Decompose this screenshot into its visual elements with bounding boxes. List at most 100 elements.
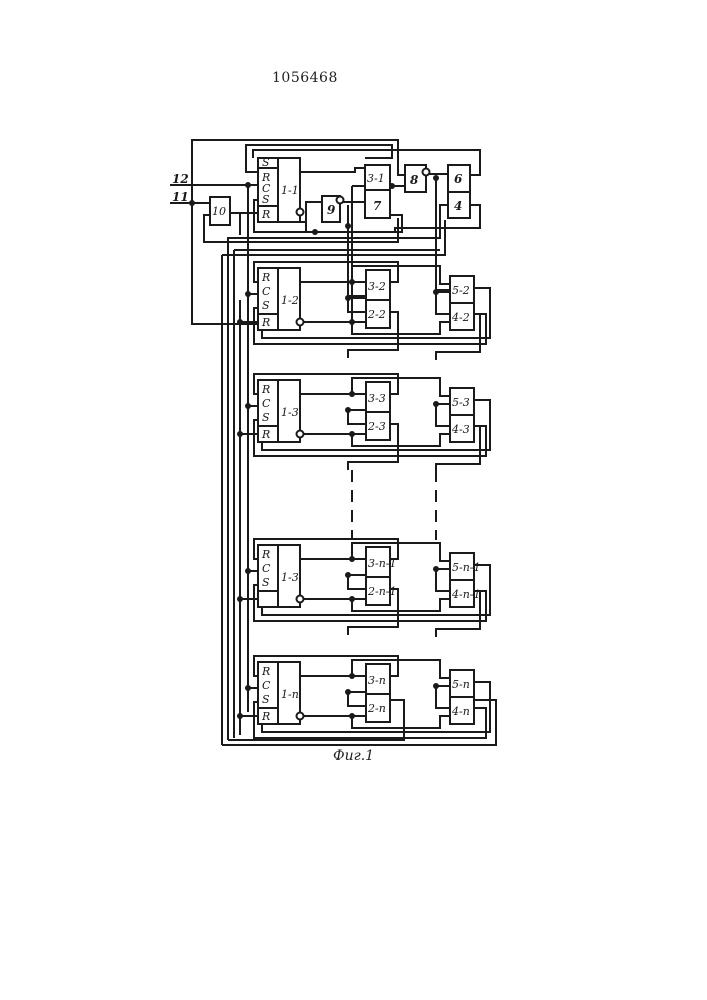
trigger-label: 1-1 xyxy=(281,184,299,197)
trigger-1-2: RCSR1-2 xyxy=(258,268,304,330)
trigger-label: 1-3 xyxy=(281,406,299,419)
stage-2: RCSR1-23-22-25-24-2 xyxy=(237,262,490,360)
junction-dot xyxy=(349,556,355,562)
block-3-n-1: 3-n-1 2-n-1 xyxy=(366,547,397,605)
block-label: 3-n-1 xyxy=(368,557,397,570)
input-11-label: 11 xyxy=(172,190,189,204)
block-label: 2-3 xyxy=(367,420,386,433)
junction-dot xyxy=(349,673,355,679)
pin-label: C xyxy=(262,397,271,410)
pin-label: S xyxy=(262,156,270,169)
pin-label: R xyxy=(261,316,270,329)
block-label: 2-n-1 xyxy=(367,585,397,598)
trigger-label: 1-2 xyxy=(281,294,299,307)
block-label: 4-n xyxy=(451,705,470,718)
stage-5: RCSR1-n3-n2-n5-n4-n xyxy=(237,656,490,738)
wire xyxy=(436,404,450,426)
block-5-2: 5-24-2 xyxy=(450,276,474,330)
block-label: 2-n xyxy=(367,702,386,715)
pin-label: R xyxy=(261,208,270,221)
block-label: 10 xyxy=(212,205,226,218)
inverted-output-icon xyxy=(297,209,304,216)
block-label: 3-n xyxy=(368,674,386,687)
block-label: 9 xyxy=(327,203,336,217)
junction-dot xyxy=(433,401,439,407)
junction-dot xyxy=(237,319,243,325)
trigger-1-3: RCSR1-3 xyxy=(258,380,304,442)
wire xyxy=(348,692,366,706)
inverted-output-icon xyxy=(423,169,430,176)
block-label: 8 xyxy=(410,173,419,187)
wire xyxy=(348,298,366,312)
pin-label: R xyxy=(261,665,270,678)
junction-dot xyxy=(349,391,355,397)
junction-dot xyxy=(349,713,355,719)
block-label: 3-2 xyxy=(368,280,386,293)
wire xyxy=(348,575,366,589)
pin-label: S xyxy=(262,411,270,424)
junction-dot xyxy=(345,689,351,695)
trigger-1-n: RCSR1-n xyxy=(258,662,304,724)
top-block: S R C S R 1-1 3-1 7 9 8 10 xyxy=(170,140,480,745)
pin-label: C xyxy=(262,562,271,575)
block-5-3: 5-3 4-3 xyxy=(450,388,474,442)
block-label: 4-3 xyxy=(451,423,470,436)
junction-dot xyxy=(433,289,439,295)
block-3-3: 3-3 2-3 xyxy=(366,382,390,440)
wire xyxy=(436,569,450,591)
inverted-output-icon xyxy=(297,431,304,438)
junction-dot xyxy=(349,596,355,602)
block-label: 3-1 xyxy=(367,172,385,185)
input-12-label: 12 xyxy=(172,172,189,186)
junction-dot xyxy=(349,279,355,285)
pin-label: S xyxy=(262,193,270,206)
trigger-label: 1-n xyxy=(281,688,299,701)
inverted-output-icon xyxy=(337,197,344,204)
junction-dot xyxy=(349,431,355,437)
inverted-output-icon xyxy=(297,713,304,720)
wire xyxy=(436,686,450,708)
pin-label: R xyxy=(261,428,270,441)
block-3-1-7: 3-1 7 xyxy=(365,165,390,218)
block-label: 2-2 xyxy=(367,308,386,321)
block-label: 5-3 xyxy=(452,396,470,409)
trigger-label: 1-3 xyxy=(281,571,299,584)
block-8: 8 xyxy=(405,165,430,192)
block-label: 3-3 xyxy=(368,392,386,405)
pin-label: R xyxy=(261,383,270,396)
junction-dot xyxy=(237,596,243,602)
block-label: 5-2 xyxy=(452,284,470,297)
block-label: 5-n xyxy=(452,678,470,691)
wire xyxy=(436,292,450,314)
junction-dot xyxy=(245,403,251,409)
pin-label: R xyxy=(261,548,270,561)
block-10: 10 xyxy=(210,197,230,225)
junction-dot xyxy=(345,572,351,578)
block-label: 4 xyxy=(454,199,462,213)
continuation-dashes xyxy=(240,460,436,540)
trigger-1-1: S R C S R 1-1 xyxy=(258,156,304,222)
trigger-1-3: RCS1-3 xyxy=(258,545,304,607)
stage-3: RCSR1-33-32-35-34-3 xyxy=(237,374,490,472)
junction-dot xyxy=(237,431,243,437)
junction-dot xyxy=(237,713,243,719)
block-3-n: 3-n 2-n xyxy=(366,664,390,722)
pin-label: C xyxy=(262,679,271,692)
block-label: 6 xyxy=(454,172,463,186)
pin-label: R xyxy=(261,710,270,723)
junction-dot xyxy=(345,407,351,413)
block-3-2: 3-2 2-2 xyxy=(366,270,390,328)
junction-dot xyxy=(245,291,251,297)
junction-dot xyxy=(245,568,251,574)
junction-dot xyxy=(245,685,251,691)
pin-label: C xyxy=(262,285,271,298)
block-6-4: 6 4 xyxy=(448,165,470,218)
block-label: 4-n-1 xyxy=(451,588,481,601)
pin-label: R xyxy=(261,271,270,284)
inverted-output-icon xyxy=(297,319,304,326)
figure-caption: Фиг.1 xyxy=(333,748,374,764)
block-9: 9 xyxy=(322,196,344,222)
stage-4: RCS1-33-n-12-n-15-n-14-n-1 xyxy=(237,539,490,637)
junction-dot xyxy=(433,566,439,572)
